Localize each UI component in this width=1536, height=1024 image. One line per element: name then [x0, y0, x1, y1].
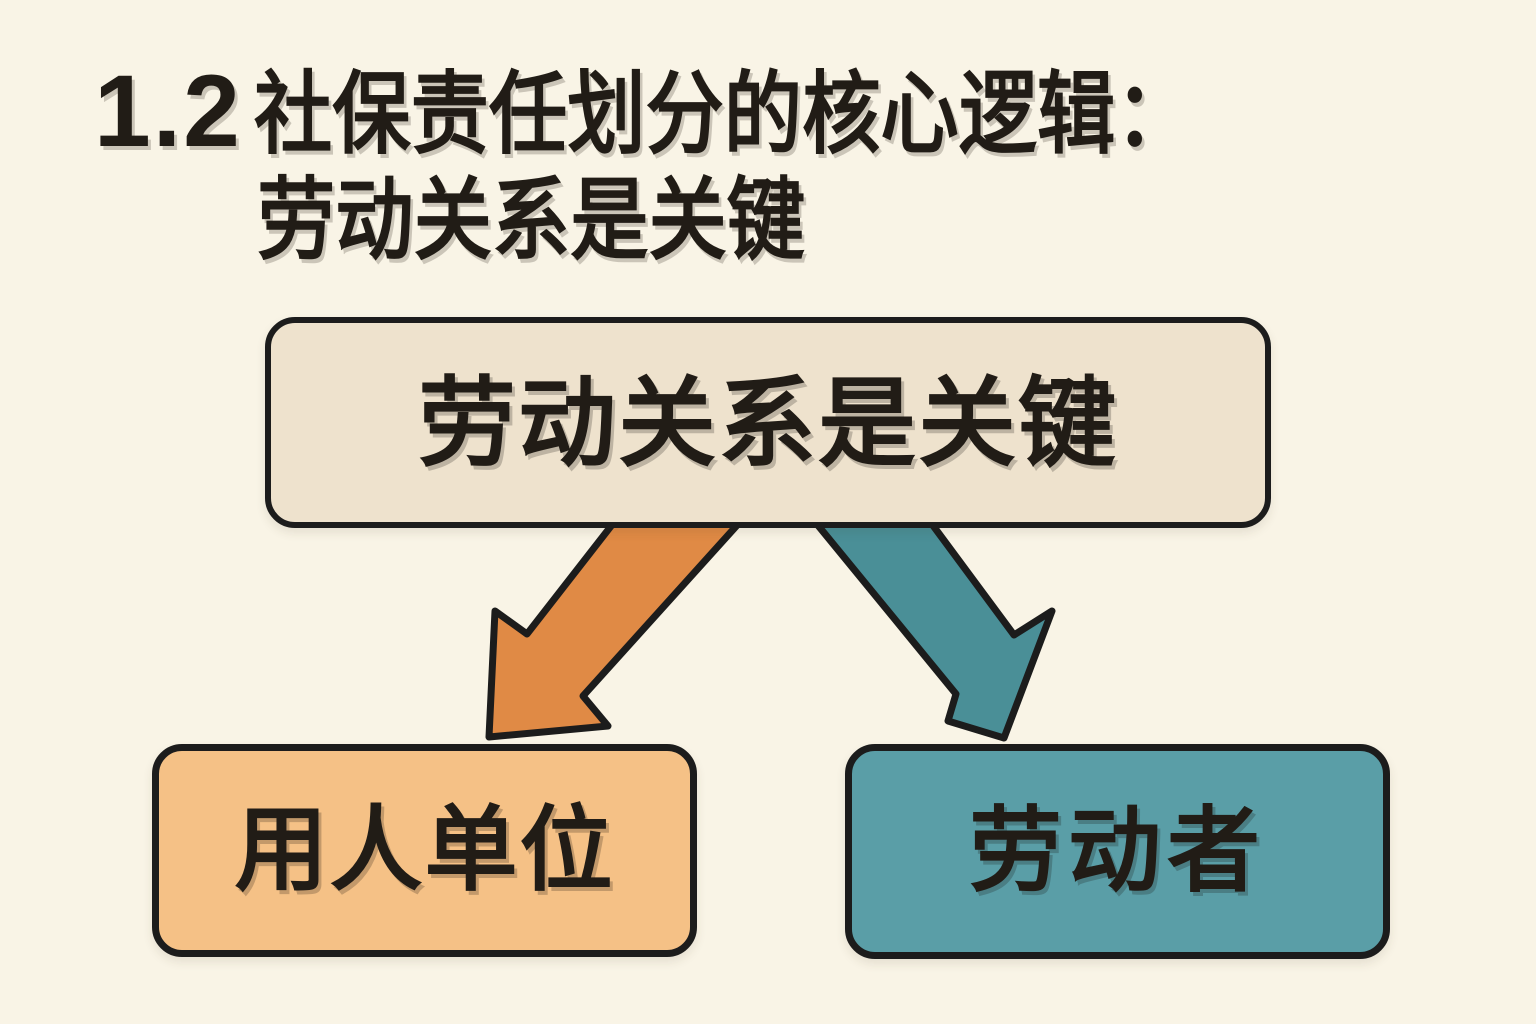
worker-node-label: 劳动者: [969, 799, 1266, 903]
page-title-line2: 劳动关系是关键: [257, 171, 806, 271]
arrow-to-employer-icon: [485, 508, 753, 741]
employer-node-label: 用人单位: [234, 798, 615, 902]
section-number: 1.2: [94, 54, 242, 168]
page-title-line1: 社保责任划分的核心逻辑：: [254, 65, 1194, 165]
leaf-node-worker: 劳动者: [845, 744, 1390, 959]
leaf-node-employer: 用人单位: [152, 744, 697, 957]
root-node-labor-relationship: 劳动关系是关键: [265, 317, 1271, 528]
root-node-label: 劳动关系是关键: [417, 367, 1118, 478]
arrow-to-worker-icon: [803, 508, 1056, 742]
